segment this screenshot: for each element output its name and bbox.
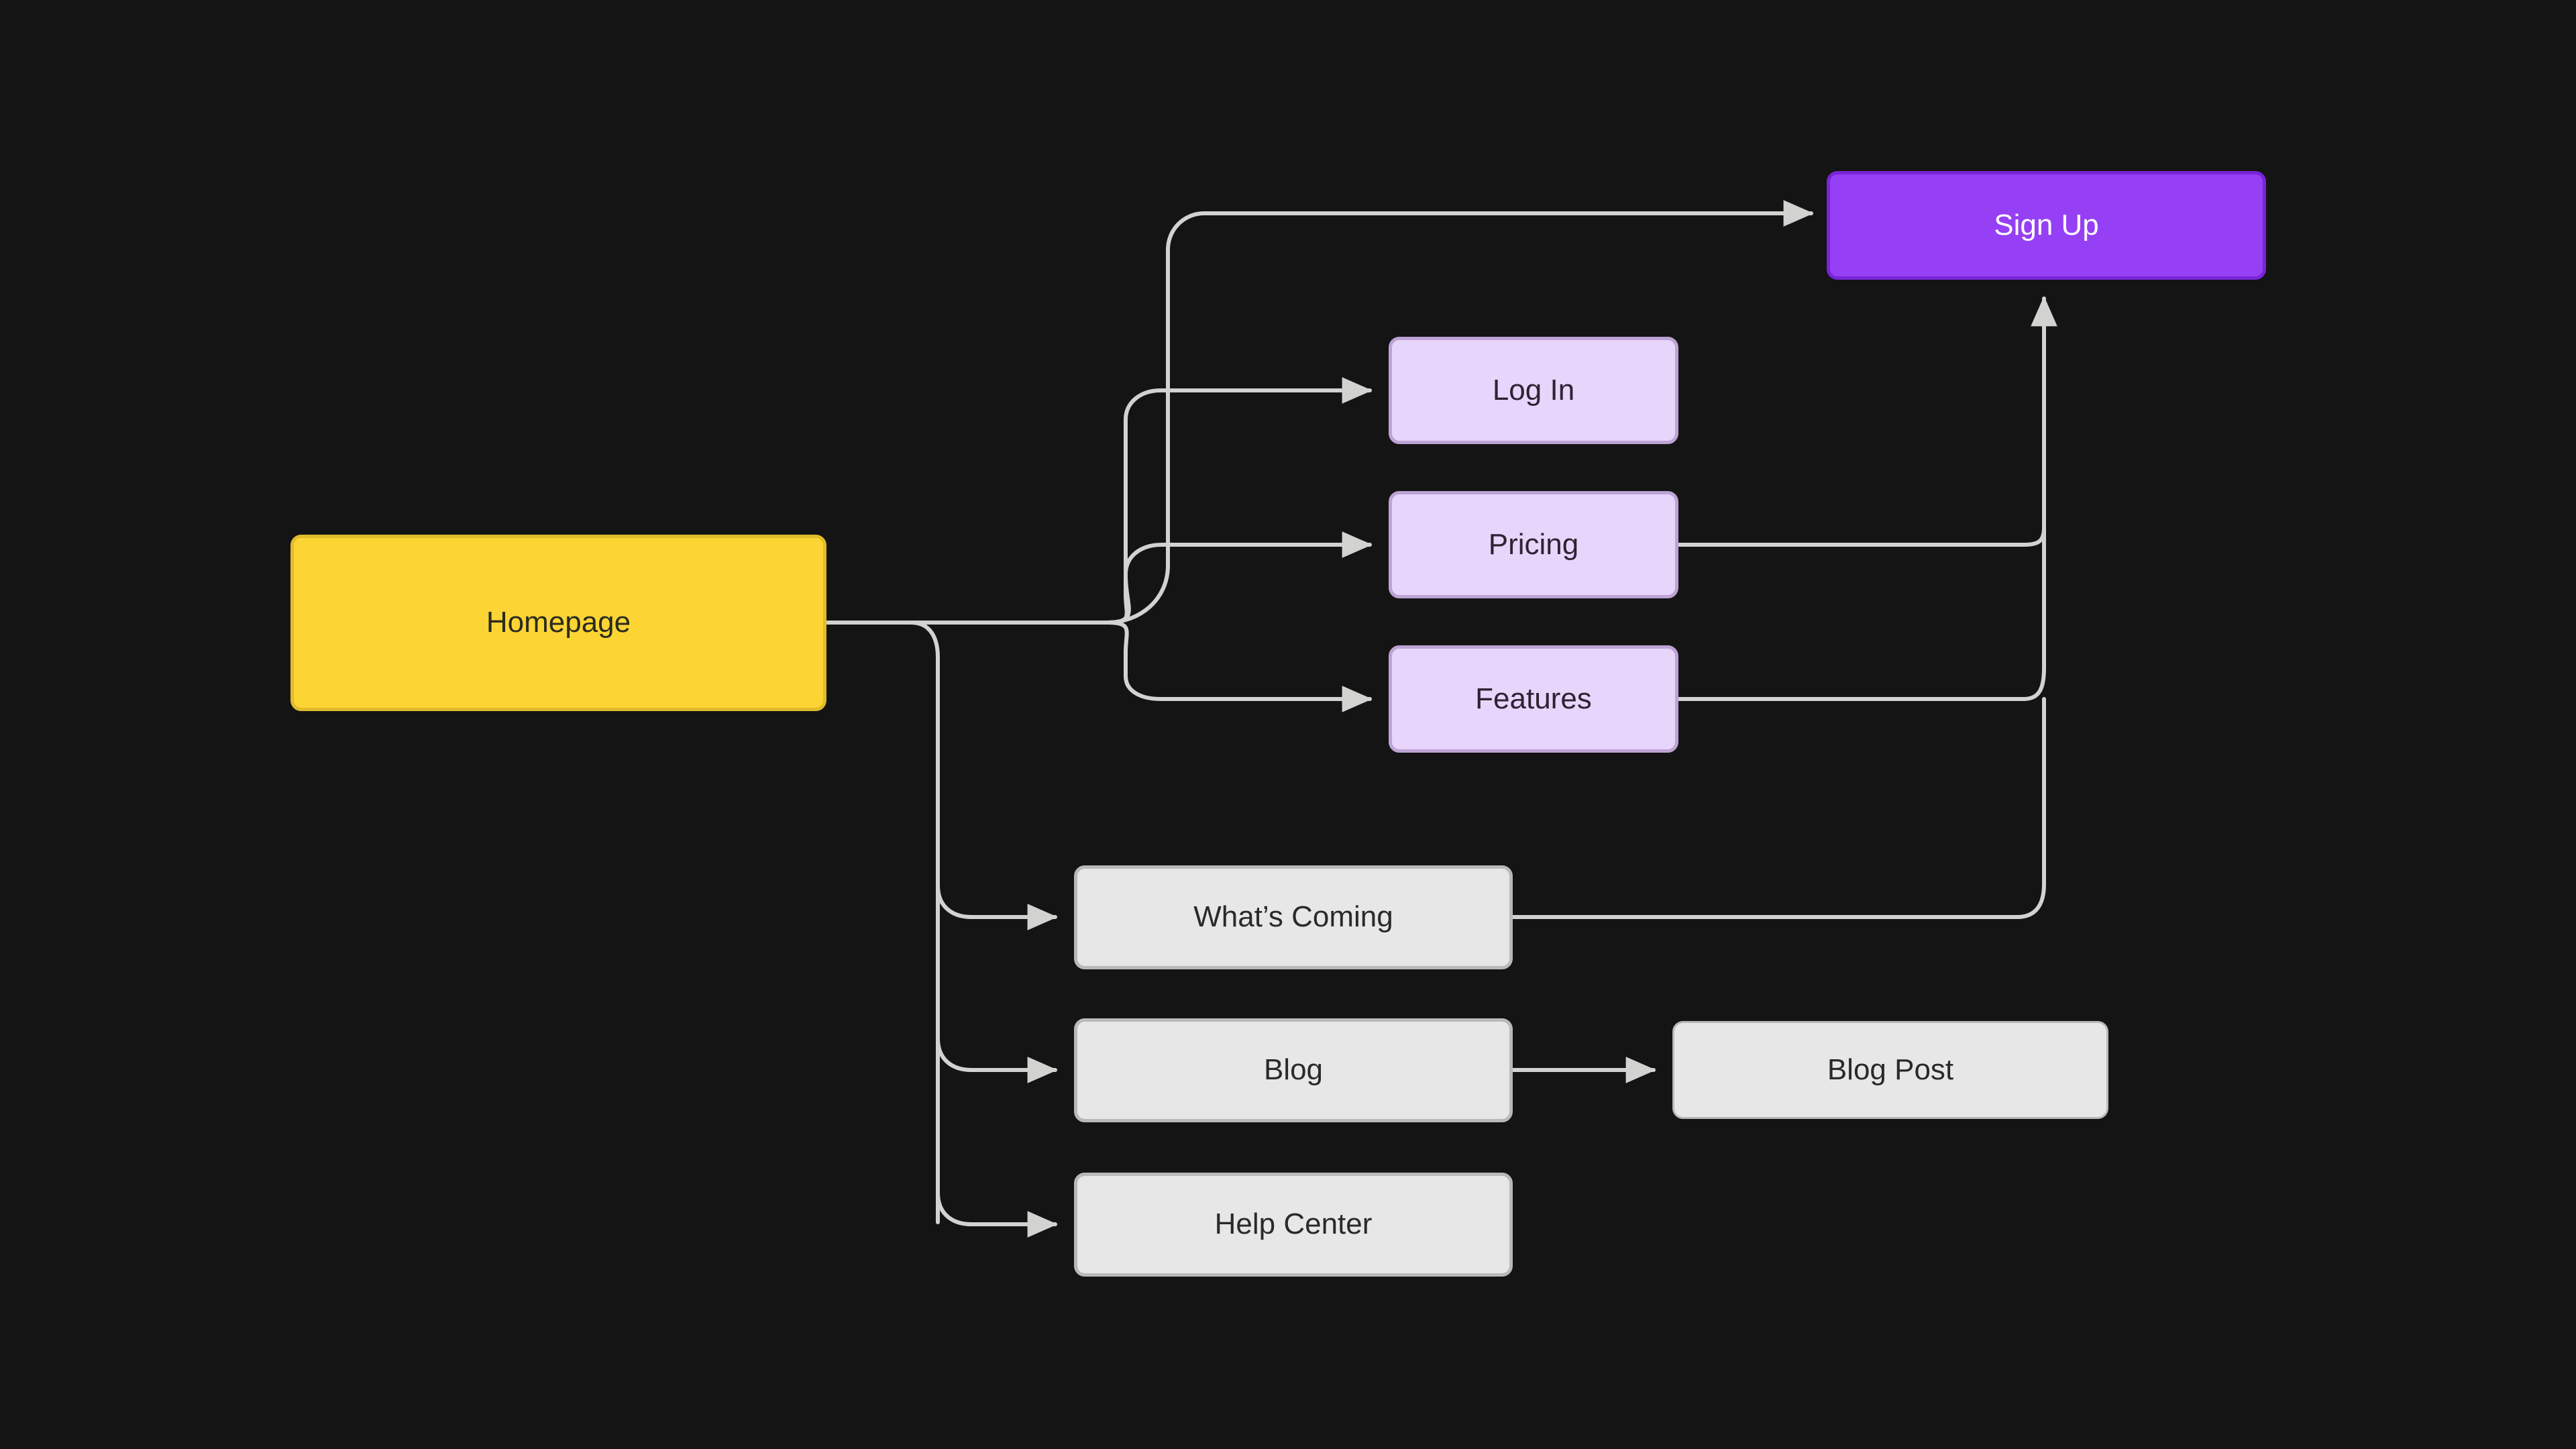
node-features-label: Features [1475,682,1592,715]
node-log-in-label: Log In [1492,373,1575,407]
node-whats-coming[interactable]: What’s Coming [1074,865,1513,969]
edge-home-features [1105,621,1373,712]
node-features[interactable]: Features [1389,645,1678,753]
node-pricing-label: Pricing [1488,527,1579,561]
edge-home-trunk-lower [824,621,940,1224]
edge-pricing-signup [1676,525,2046,547]
node-homepage-label: Homepage [486,606,631,639]
node-sign-up[interactable]: Sign Up [1827,171,2266,280]
edge-home-help-center [936,1191,1058,1238]
node-sign-up-label: Sign Up [1994,208,2099,241]
node-homepage[interactable]: Homepage [290,535,826,711]
node-help-center[interactable]: Help Center [1074,1173,1513,1277]
node-help-center-label: Help Center [1214,1208,1373,1241]
node-blog-label: Blog [1263,1053,1324,1087]
node-log-in[interactable]: Log In [1389,337,1678,444]
node-pricing[interactable]: Pricing [1389,491,1678,598]
edge-home-pricing [1105,531,1373,625]
edge-home-whats-coming [936,883,1058,930]
node-blog[interactable]: Blog [1074,1018,1513,1122]
node-blog-post-label: Blog Post [1827,1053,1954,1086]
edge-features-signup [1676,543,2046,701]
edge-home-login [1105,377,1373,625]
node-blog-post[interactable]: Blog Post [1672,1021,2108,1119]
edge-home-blog [936,1036,1058,1083]
node-whats-coming-label: What’s Coming [1193,900,1393,934]
